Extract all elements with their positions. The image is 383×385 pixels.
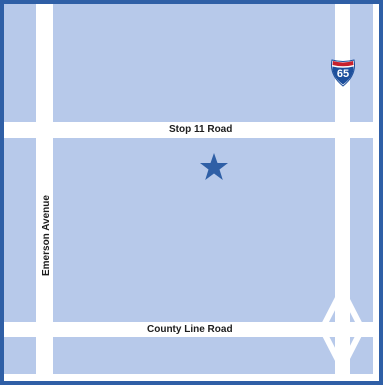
emerson-avenue-road (36, 4, 53, 381)
interstate-shield-icon: 65 (330, 59, 356, 87)
interstate-number: 65 (336, 68, 350, 80)
emerson-avenue-label: Emerson Avenue (41, 195, 52, 276)
right-edge-road (373, 4, 379, 381)
road-network (4, 4, 379, 381)
interchange-ramp-east (339, 288, 365, 370)
interstate-65-road (335, 4, 350, 381)
stop-11-road (4, 122, 379, 138)
star-icon[interactable] (199, 152, 229, 182)
interchange-ramp-west (319, 288, 345, 370)
stop-11-road-label: Stop 11 Road (169, 124, 233, 135)
county-line-road (4, 322, 379, 337)
county-line-road-label: County Line Road (147, 324, 233, 335)
bottom-edge-road (4, 374, 379, 381)
interchange (319, 288, 365, 370)
